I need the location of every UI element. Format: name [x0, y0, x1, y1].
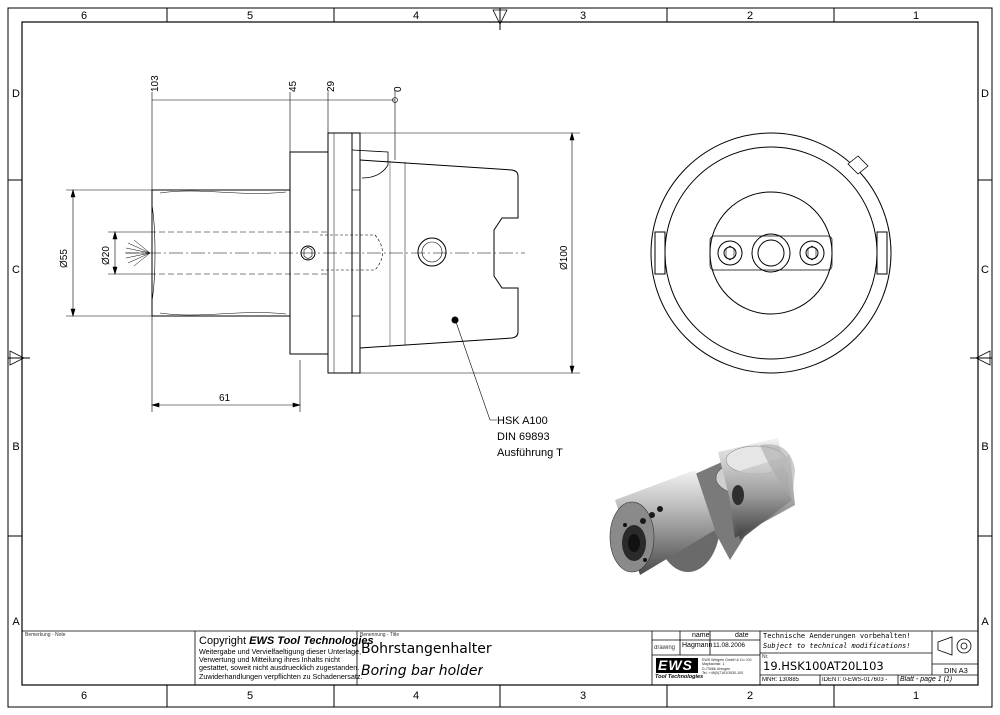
row-label-left-c: C	[12, 264, 20, 276]
logo-subtitle: Tool Technologies	[655, 674, 704, 680]
col-label-top-4: 4	[413, 10, 419, 22]
title-block-grid	[22, 630, 978, 685]
page-info: Blatt - page 1 (1)	[900, 676, 953, 683]
part-number: 19.HSK100AT20L103	[763, 659, 884, 673]
part-annotation: HSK A100 DIN 69893 Ausführung T	[497, 415, 563, 459]
front-view	[650, 132, 892, 374]
title-label: Benennung - Title	[360, 632, 400, 638]
copyright-brand: EWS Tool Technologies	[249, 635, 374, 647]
ews-logo	[656, 658, 698, 673]
title-german: Bohrstangenhalter	[361, 641, 492, 657]
date-header: date	[735, 632, 749, 639]
ident: IDENT: 0-EWS-017603 -	[822, 677, 888, 683]
copyright-line-2: Verwertung und Mitteilung ihres Inhalts …	[199, 655, 341, 665]
row-label-right-d: D	[981, 88, 989, 100]
notice-english: Subject to technical modifications!	[763, 642, 911, 650]
frame-labels: 6 5 4 3 2 1 6 5 4 3 2 1 D C B A D C B A	[12, 10, 989, 702]
name-header: name	[692, 632, 710, 639]
dim-45: 45	[288, 80, 299, 92]
col-label-bottom-1: 1	[913, 690, 919, 702]
col-label-top-1: 1	[913, 10, 919, 22]
drawing-date: 11.08.2006	[713, 642, 746, 649]
coolant-rays	[125, 239, 151, 267]
dimension-lines	[66, 90, 580, 421]
mnr: MNR: 130885	[762, 677, 800, 683]
paper-format: DIN A3	[944, 666, 968, 675]
col-label-bottom-6: 6	[81, 690, 87, 702]
dim-29: 29	[326, 80, 337, 92]
col-label-bottom-3: 3	[580, 690, 586, 702]
side-view	[125, 132, 525, 374]
notice-german: Technische Aenderungen vorbehalten!	[763, 632, 911, 640]
company-address: EWS Weigele GmbH & Co. KG Maybachstr. 1 …	[702, 658, 752, 675]
dim-d100: Ø100	[559, 245, 570, 270]
copyright-title: Copyright EWS Tool Technologies	[199, 635, 374, 647]
drawing-label: drawing	[654, 645, 676, 651]
company-line-4: Tel. +49(0)7161/3930-100	[702, 670, 744, 675]
row-label-right-b: B	[981, 441, 988, 453]
annotation-hsk: HSK A100	[497, 415, 548, 427]
col-label-bottom-5: 5	[247, 690, 253, 702]
row-label-right-c: C	[981, 264, 989, 276]
annotation-din: DIN 69893	[497, 431, 550, 443]
copyright-line-1: Weitergabe und Vervielfaeltigung dieser …	[199, 648, 362, 656]
copyright-line-4: Zuwiderhandlungen verpflichten zu Schade…	[199, 671, 363, 681]
dim-103: 103	[150, 75, 161, 92]
company-line-3: D-73066 Uhingen	[702, 666, 731, 671]
col-label-top-6: 6	[81, 10, 87, 22]
col-label-top-5: 5	[247, 10, 253, 22]
row-label-left-d: D	[12, 88, 20, 100]
drawing-name: Hagmann	[682, 642, 713, 649]
row-label-left-b: B	[12, 441, 19, 453]
isometric-render	[609, 438, 795, 575]
company-line-2: Maybachstr. 1	[702, 662, 725, 667]
hsk-taper	[359, 159, 519, 349]
row-label-left-a: A	[12, 616, 20, 628]
title-english: Boring bar holder	[361, 663, 484, 679]
row-label-right-a: A	[981, 616, 989, 628]
copyright-prefix: Copyright	[199, 635, 250, 647]
copyright-text: Weitergabe und Vervielfaeltigung dieser …	[199, 648, 362, 681]
dimension-values: 103 45 29 0 Ø55 Ø20 Ø100 61	[59, 75, 570, 404]
projection-symbol	[937, 636, 972, 656]
dim-61: 61	[219, 393, 231, 404]
col-label-bottom-2: 2	[747, 690, 753, 702]
note-label: Bemerkung - Note	[25, 632, 66, 638]
company-line-1: EWS Weigele GmbH & Co. KG	[702, 658, 752, 662]
annotation-variant: Ausführung T	[497, 447, 563, 459]
drawing-frame	[7, 7, 993, 708]
nr-label: Nr.	[762, 654, 769, 660]
col-label-top-2: 2	[747, 10, 753, 22]
col-label-top-3: 3	[580, 10, 586, 22]
col-label-bottom-4: 4	[413, 690, 419, 702]
dim-0: 0	[393, 86, 404, 92]
dim-d55: Ø55	[59, 249, 70, 268]
copyright-line-3: gestattet, soweit nicht ausdruecklich zu…	[199, 663, 360, 673]
dim-d20: Ø20	[101, 246, 112, 265]
logo-text: EWS	[658, 657, 693, 673]
